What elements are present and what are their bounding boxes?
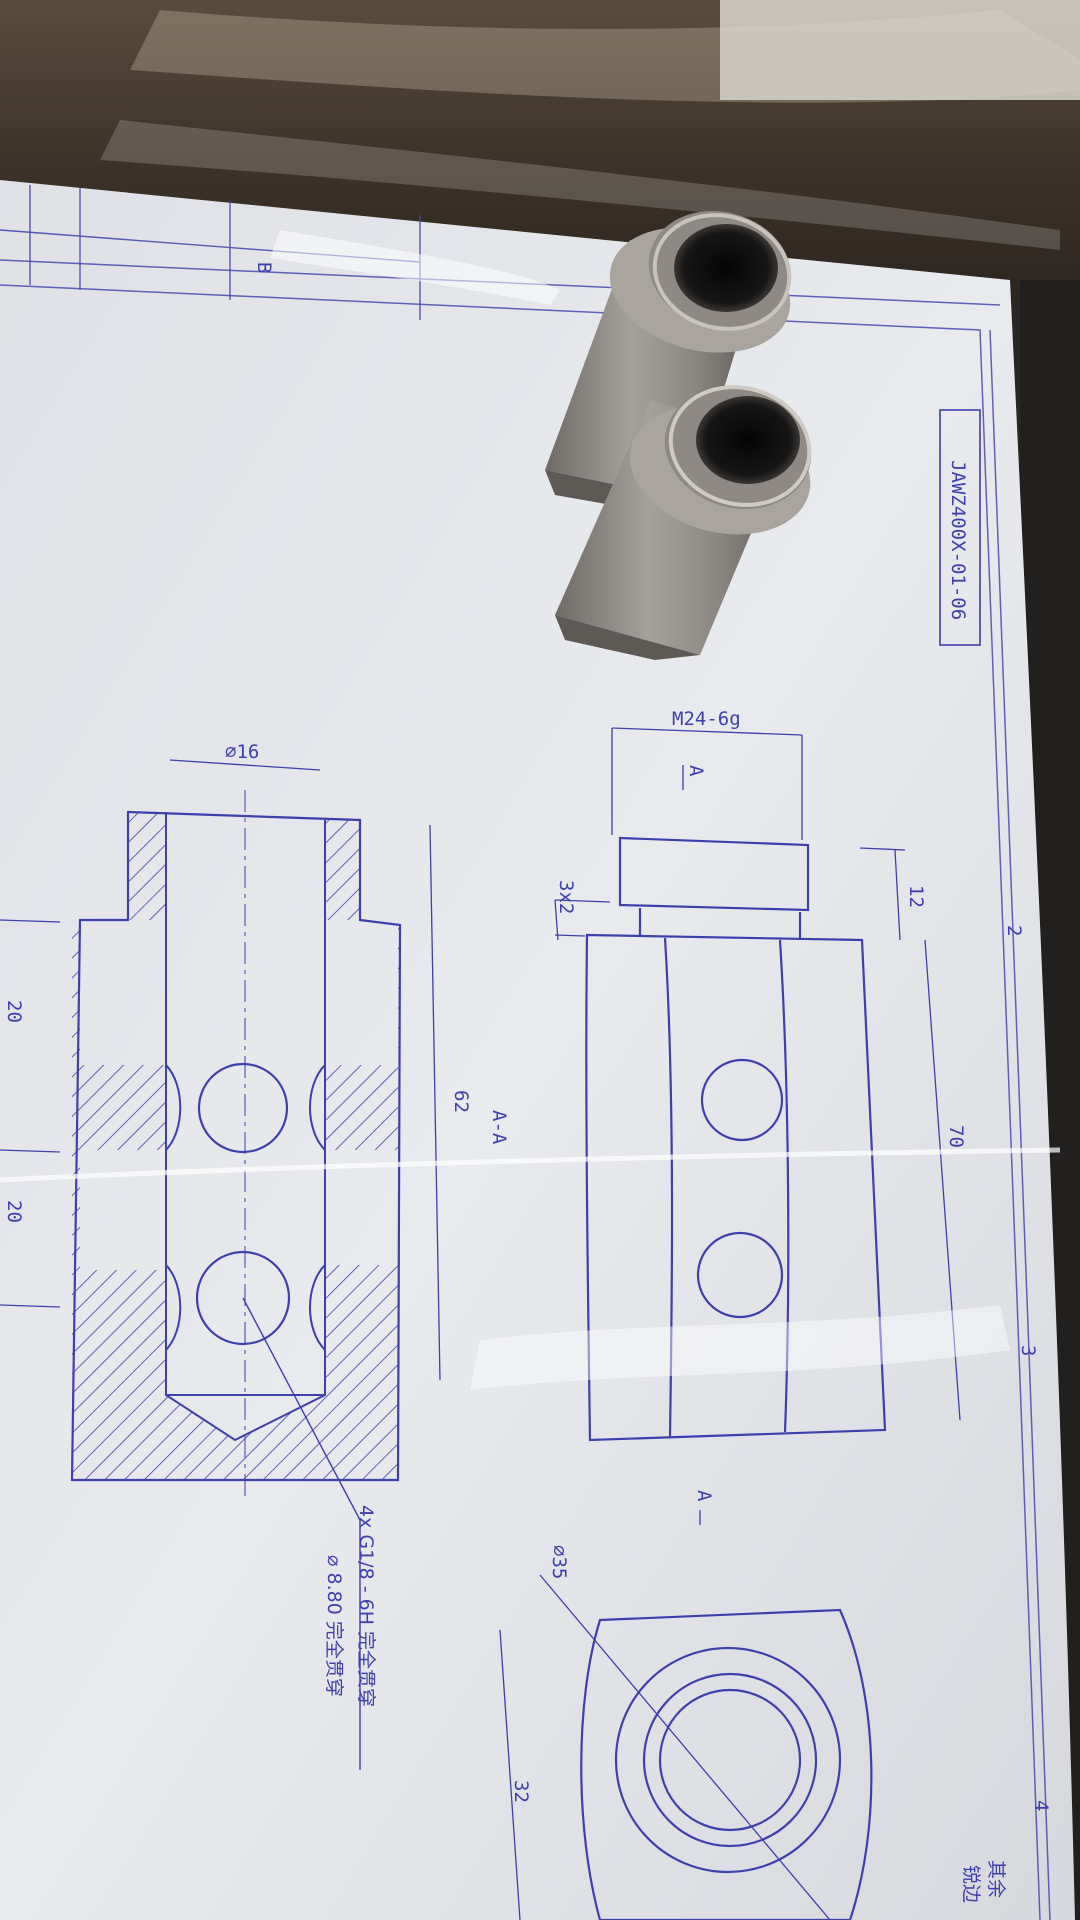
dim-32: 32	[510, 1780, 532, 1803]
front-view	[585, 836, 887, 1442]
dim-20-a: 20	[3, 1000, 25, 1023]
dim-62: 62	[450, 1090, 472, 1113]
plastic-glare-2	[270, 230, 560, 305]
revision-letter: B	[253, 262, 275, 273]
machined-part-2	[555, 385, 812, 660]
end-view	[499, 1574, 873, 1920]
background-drawing-corner	[720, 0, 1080, 100]
section-view-a-a	[0, 759, 441, 1770]
part-number: JAWZ400X-01-06	[947, 460, 969, 620]
front-view-dims	[554, 727, 961, 1525]
zone-number-2: 2	[1003, 925, 1025, 936]
zone-number-3: 3	[1017, 1345, 1039, 1356]
dim-diameter-16: ⌀16	[225, 741, 259, 763]
plastic-glare	[470, 1305, 1010, 1390]
title-block-text-1: 其余	[985, 1860, 1007, 1898]
note-port-bore: ⌀ 8.80 完全贯穿	[323, 1555, 345, 1697]
dim-20-b: 20	[3, 1200, 25, 1223]
part-number-box	[939, 409, 981, 646]
paper-fold	[0, 1147, 1061, 1183]
zone-number-4: 4	[1030, 1800, 1052, 1811]
dim-12: 12	[905, 885, 927, 908]
dim-diameter-35: ⌀35	[548, 1545, 570, 1579]
dim-3x2: 3x2	[555, 880, 577, 914]
dim-70: 70	[945, 1125, 967, 1148]
drawing-sheet	[0, 180, 1075, 1920]
bag-highlight-2	[100, 120, 1060, 250]
dim-thread-m24: M24-6g	[672, 708, 741, 730]
view-marker-bottom: A	[693, 1490, 715, 1502]
title-block-text-2: 锐边	[960, 1865, 982, 1903]
section-label: A-A	[488, 1110, 510, 1145]
view-marker-top: A	[685, 765, 707, 777]
note-port-thread: 4x G1/8 - 6H 完全贯穿	[355, 1505, 377, 1707]
